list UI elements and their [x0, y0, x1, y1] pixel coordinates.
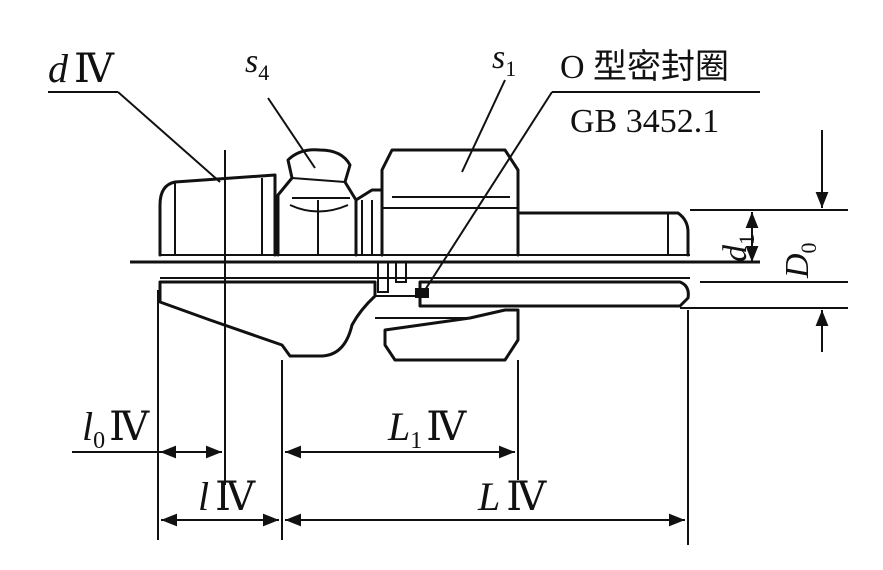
label-s1: s1: [492, 39, 516, 81]
nut-s1-upper: [380, 148, 520, 257]
d-leader: [117, 91, 221, 183]
tube-upper: [516, 211, 690, 257]
thread-end-upper: [158, 173, 277, 257]
s1-leader: [461, 79, 506, 173]
label-s4: s4: [245, 43, 269, 85]
neck-upper: [354, 188, 384, 257]
o-ring: [377, 261, 429, 298]
label-d1: d1: [717, 234, 759, 262]
tube-section: [418, 280, 690, 308]
nut-section: [383, 308, 520, 362]
label-D0: D0: [779, 242, 821, 279]
o-ring-leader: [424, 91, 553, 291]
body-section: [158, 280, 377, 358]
label-o-ring: O 型密封圈: [560, 48, 729, 86]
label-gb: GB 3452.1: [570, 103, 719, 140]
s4-leader: [267, 97, 316, 169]
hex-s4-upper: [276, 148, 358, 257]
